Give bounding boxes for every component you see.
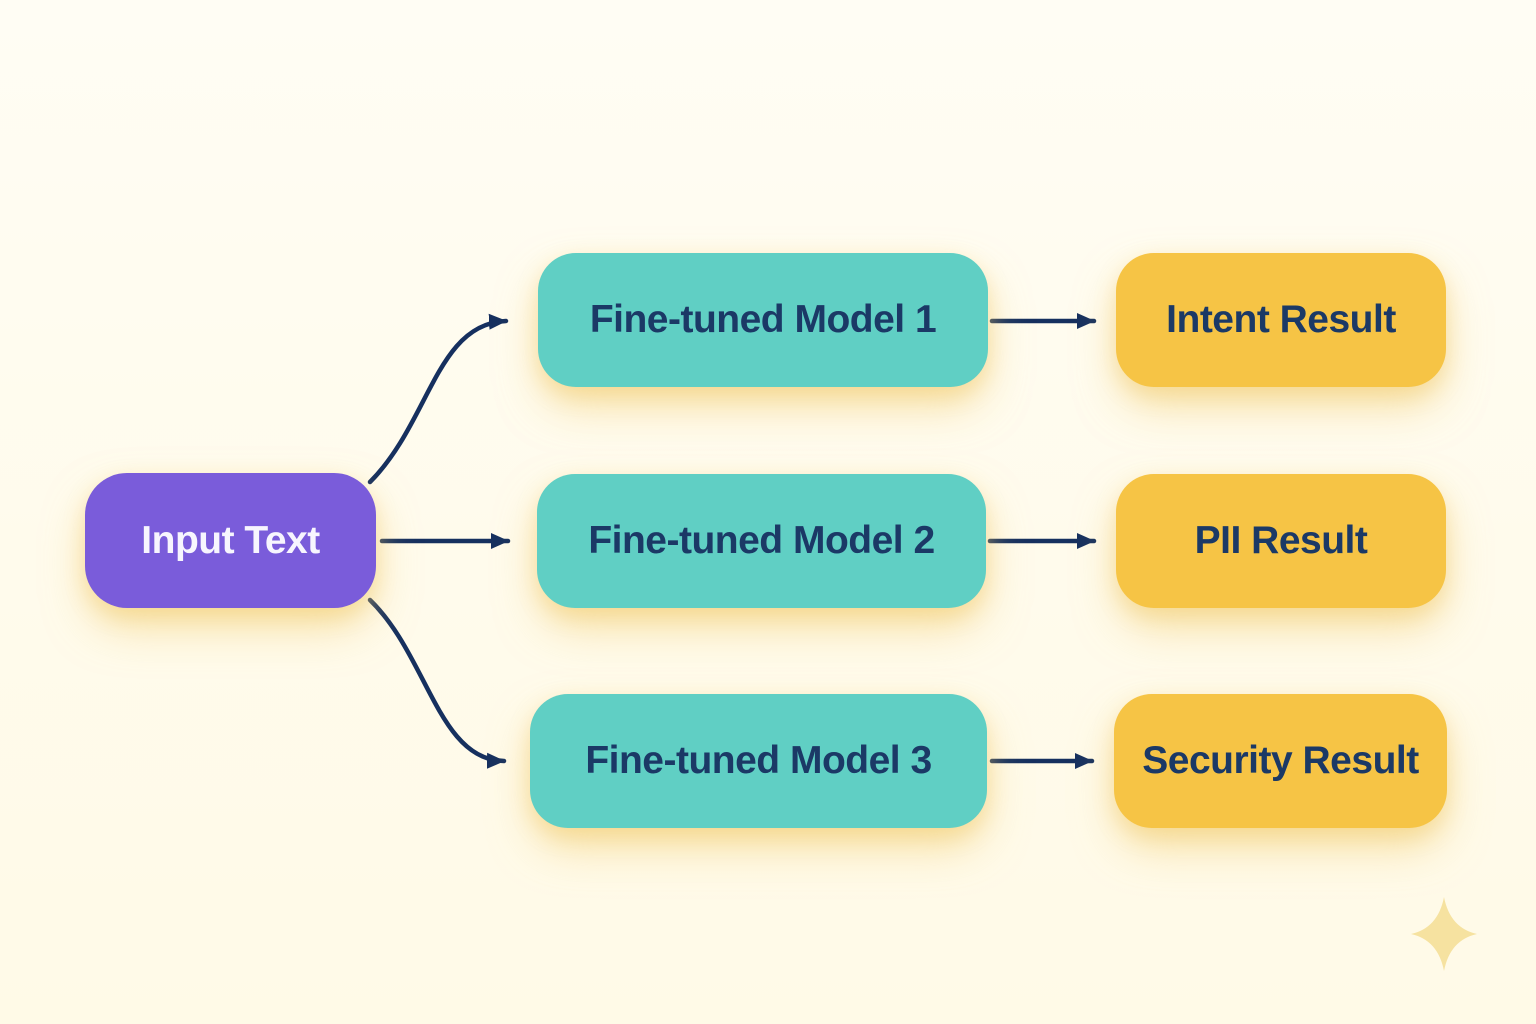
result-node-security-label: Security Result [1142,739,1419,782]
arrow-input-to-model1 [367,313,509,485]
model-node-2: Fine-tuned Model 2 [537,474,986,608]
result-node-intent-label: Intent Result [1166,298,1396,341]
model-node-1-label: Fine-tuned Model 1 [589,298,937,341]
model-node-3: Fine-tuned Model 3 [530,694,987,828]
input-text-label: Input Text [141,518,320,562]
model-node-3-label: Fine-tuned Model 3 [585,739,932,782]
result-node-pii-label: PII Result [1194,519,1368,562]
result-node-pii: PII Result [1116,474,1446,608]
result-node-security: Security Result [1114,694,1447,828]
arrow-input-to-model3 [367,597,507,769]
input-text-node: Input Text [85,473,376,608]
model-node-1: Fine-tuned Model 1 [538,253,988,387]
result-node-intent: Intent Result [1116,253,1446,387]
model-node-2-label: Fine-tuned Model 2 [588,519,935,562]
